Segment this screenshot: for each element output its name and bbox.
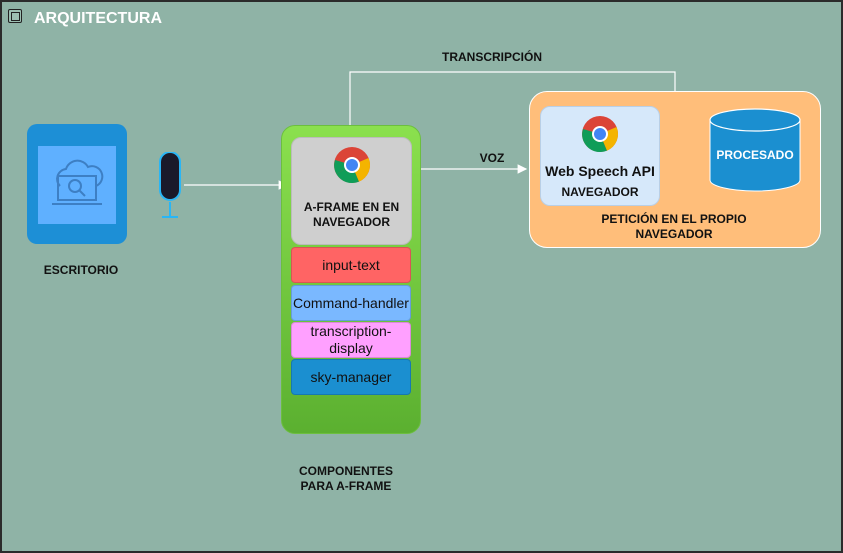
label-navegador: NAVEGADOR — [561, 185, 639, 199]
edge-label-transcripcion: TRANSCRIPCIÓN — [441, 50, 542, 64]
desktop-cloud-icon — [38, 146, 116, 224]
component-command-handler: Command-handler — [291, 285, 411, 321]
microphone-icon — [156, 151, 184, 222]
edge-label-voz: VOZ — [479, 151, 505, 165]
component-transcription-display: transcription-display — [291, 322, 411, 358]
chip-icon — [8, 9, 22, 23]
chrome-icon — [333, 146, 371, 189]
label-procesado: PROCESADO — [716, 148, 794, 162]
database-icon — [708, 108, 802, 197]
desktop-node — [27, 124, 127, 244]
label-web-speech: Web Speech API — [545, 163, 655, 179]
component-sky-manager: sky-manager — [291, 359, 411, 395]
component-input-text: input-text — [291, 247, 411, 283]
label-peticion: PETICIÓN EN EL PROPIO NAVEGADOR — [601, 212, 747, 241]
edge-transcripcion — [345, 71, 676, 136]
aframe-node: A-FRAME EN EN NAVEGADOR — [291, 137, 412, 245]
label-componentes: COMPONENTES PARA A-FRAME — [298, 464, 393, 493]
web-speech-node: Web Speech API NAVEGADOR — [540, 106, 660, 206]
label-aframe: A-FRAME EN EN NAVEGADOR — [303, 200, 400, 229]
label-escritorio: ESCRITORIO — [43, 263, 119, 277]
diagram-title: ARQUITECTURA — [34, 10, 162, 27]
chrome-icon — [581, 115, 619, 158]
